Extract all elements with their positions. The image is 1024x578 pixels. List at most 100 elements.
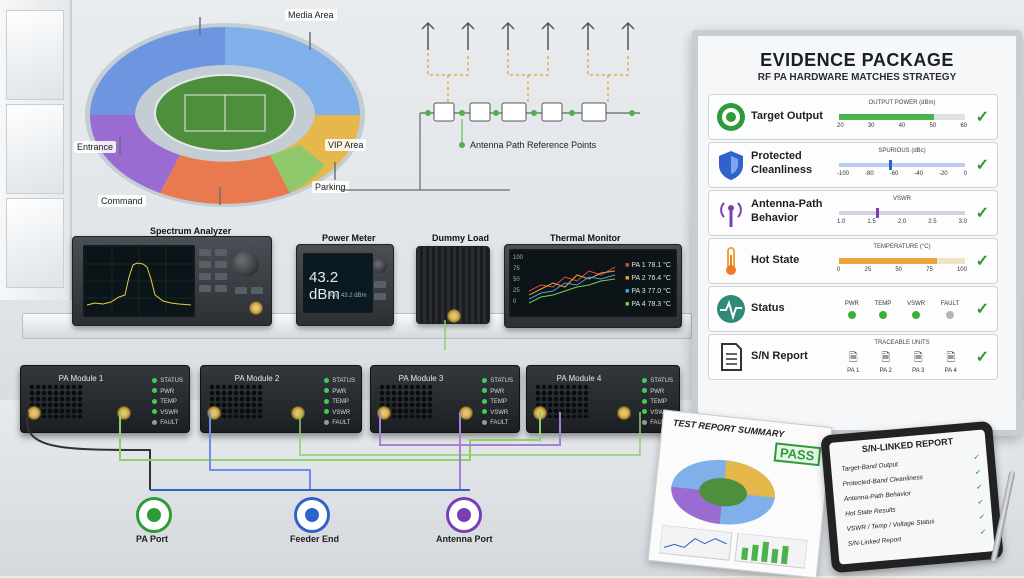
pa-module-1-title: PA Module 1	[58, 374, 104, 383]
thermal-readings: ■ PA 1 78.1 °C ■ PA 2 76.4 °C ■ PA 3 77.…	[625, 262, 671, 308]
check-icon: ✓	[975, 483, 982, 492]
power-reading: 43.2 dBm	[309, 269, 340, 303]
stadium-illustration	[85, 17, 365, 207]
antenna-path-diagram	[340, 21, 640, 191]
evidence-row-status: Status PWR TEMP VSWR FAULT ✓	[708, 286, 998, 332]
pa-module-2-title: PA Module 2	[234, 374, 280, 383]
antenna-port-icon	[446, 497, 482, 533]
vswr-marker	[876, 208, 879, 218]
spectrum-screen	[83, 245, 195, 317]
temperature-fill	[839, 258, 938, 264]
tablet-checklist: Target-Band Output✓ Protected-Band Clean…	[841, 450, 986, 552]
check-icon: ✓	[975, 253, 989, 270]
check-icon: ✓	[975, 349, 989, 366]
shield-icon	[719, 151, 743, 180]
pa-module-4: PA Module 4 STATUS PWR TEMP VSWR FAULT	[526, 365, 680, 433]
check-icon: ✓	[975, 157, 989, 174]
test-report-title: TEST REPORT SUMMARY	[672, 417, 785, 440]
power-meter-label: Power Meter	[322, 233, 376, 243]
check-icon: ✓	[975, 109, 989, 126]
power-screen: 43.2 dBm Avg 43.2 dBm	[303, 253, 373, 313]
thermal-monitor-label: Thermal Monitor	[550, 233, 621, 243]
pa-module-2-status: STATUS PWR TEMP VSWR FAULT	[324, 376, 355, 429]
spectrum-analyzer	[72, 236, 272, 326]
dummy-load	[416, 246, 490, 324]
check-icon: ✓	[975, 205, 989, 222]
unit-doc-icon: 🗎	[913, 352, 923, 364]
check-icon: ✓	[973, 454, 980, 462]
dummy-load-label: Dummy Load	[432, 233, 490, 243]
power-average: Avg 43.2 dBm	[329, 293, 367, 299]
feeder-end-label: Feeder End	[290, 534, 340, 544]
map-label-command: Command	[98, 195, 146, 207]
map-label-parking: Parking	[312, 181, 349, 193]
evidence-row-protected-cleanliness: Protected Cleanliness SPURIOUS (dBc) -10…	[708, 142, 998, 188]
check-icon: ✓	[978, 513, 985, 522]
stadium-map: Media Area Entrance VIP Area Parking Com…	[60, 5, 370, 215]
unit-doc-icon: 🗎	[946, 352, 956, 364]
spurious-marker	[889, 160, 892, 170]
report-charts	[659, 525, 808, 569]
check-icon: ✓	[976, 498, 984, 507]
fault-status-dot	[945, 311, 954, 319]
feeder-end-icon	[294, 497, 330, 533]
check-icon: ✓	[974, 468, 981, 477]
antenna-port-label: Antenna Port	[436, 534, 493, 544]
target-icon	[717, 103, 745, 131]
antenna-icon	[720, 202, 742, 227]
unit-doc-icon: 🗎	[848, 352, 858, 364]
antenna-ref-label: Antenna Path Reference Points	[470, 140, 597, 150]
pa-module-1: PA Module 1 STATUS PWR TEMP VSWR FAULT	[20, 365, 190, 433]
spectrum-analyzer-label: Spectrum Analyzer	[150, 226, 232, 236]
unit-doc-icon: 🗎	[881, 352, 891, 364]
window	[0, 0, 72, 300]
pa-module-4-status: STATUS PWR TEMP VSWR FAULT	[642, 376, 673, 429]
map-label-entrance: Entrance	[74, 141, 117, 153]
check-icon: ✓	[975, 301, 989, 318]
map-label-media: Media Area	[285, 9, 337, 21]
evidence-board: EVIDENCE PACKAGE RF PA HARDWARE MATCHES …	[692, 30, 1022, 436]
thermometer-icon	[726, 247, 736, 275]
power-knob[interactable]	[373, 259, 387, 273]
pa-port-icon	[136, 497, 172, 533]
pa-port-label: PA Port	[136, 534, 169, 544]
spectrum-trace	[85, 247, 193, 315]
pwr-status-dot	[847, 311, 856, 319]
spectrum-knob[interactable]	[233, 251, 259, 277]
output-power-fill	[839, 114, 934, 120]
pa-module-4-title: PA Module 4	[556, 374, 602, 383]
pa-module-3-status: STATUS PWR TEMP VSWR FAULT	[482, 376, 513, 429]
test-report: TEST REPORT SUMMARY PASS	[647, 409, 833, 578]
thermal-trend-chart	[529, 266, 615, 304]
board-subtitle: RF PA HARDWARE MATCHES STRATEGY	[757, 72, 957, 83]
thermal-monitor: 100 75 50 25 0 ■ PA 1 78.1 °C ■ PA 2 76.…	[504, 244, 682, 328]
temp-status-dot	[878, 311, 887, 319]
vswr-status-dot	[912, 311, 921, 319]
power-meter: 43.2 dBm Avg 43.2 dBm	[296, 244, 394, 326]
pulse-icon	[717, 295, 745, 323]
pa-module-2: PA Module 2 STATUS PWR TEMP VSWR FAULT	[200, 365, 362, 433]
traceable-units: TRACEABLE UNITS 🗎PA 1 🗎PA 2 🗎PA 3 🗎PA 4	[847, 340, 957, 374]
thermal-y-axis: 100 75 50 25 0	[513, 255, 524, 305]
tablet: S/N-LINKED REPORT Target-Band Output✓ Pr…	[820, 420, 1004, 574]
document-icon	[721, 343, 742, 371]
cable-routing	[26, 320, 641, 491]
status-indicators: PWR TEMP VSWR FAULT	[837, 292, 967, 328]
pa-module-3: PA Module 3 STATUS PWR TEMP VSWR FAULT	[370, 365, 520, 433]
pa-module-1-status: STATUS PWR TEMP VSWR FAULT	[152, 376, 183, 429]
pa-module-3-title: PA Module 3	[398, 374, 444, 383]
map-label-vip: VIP Area	[325, 139, 367, 151]
board-title: EVIDENCE PACKAGE	[760, 50, 954, 70]
tablet-screen: S/N-LINKED REPORT Target-Band Output✓ Pr…	[828, 429, 996, 565]
report-stadium-thumbnail	[671, 459, 775, 525]
evidence-row-sn-report: S/N Report TRACEABLE UNITS 🗎PA 1 🗎PA 2 🗎…	[708, 334, 998, 380]
check-icon: ✓	[979, 528, 986, 537]
thermal-screen: 100 75 50 25 0 ■ PA 1 78.1 °C ■ PA 2 76.…	[509, 249, 677, 317]
